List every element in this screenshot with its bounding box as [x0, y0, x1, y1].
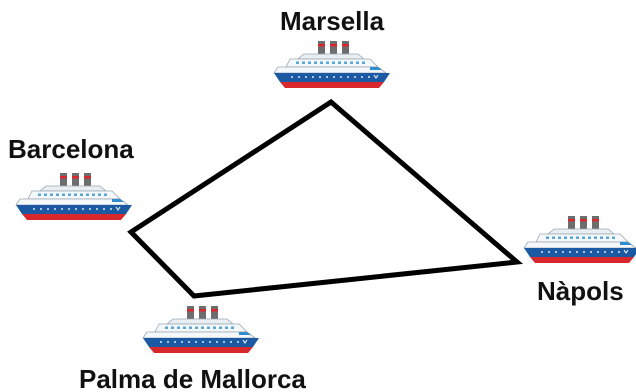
port-label-palma: Palma de Mallorca: [79, 364, 306, 392]
cruise-ship-icon: [15, 172, 133, 221]
route-line: [127, 98, 524, 299]
port-label-marsella: Marsella: [280, 6, 385, 36]
cruise-ship-icon: [523, 215, 636, 264]
cruise-ship-icon: [142, 305, 260, 354]
cruise-ship-icon: [273, 40, 391, 89]
port-label-napols: Nàpols: [537, 276, 624, 306]
port-label-barcelona: Barcelona: [8, 134, 134, 164]
